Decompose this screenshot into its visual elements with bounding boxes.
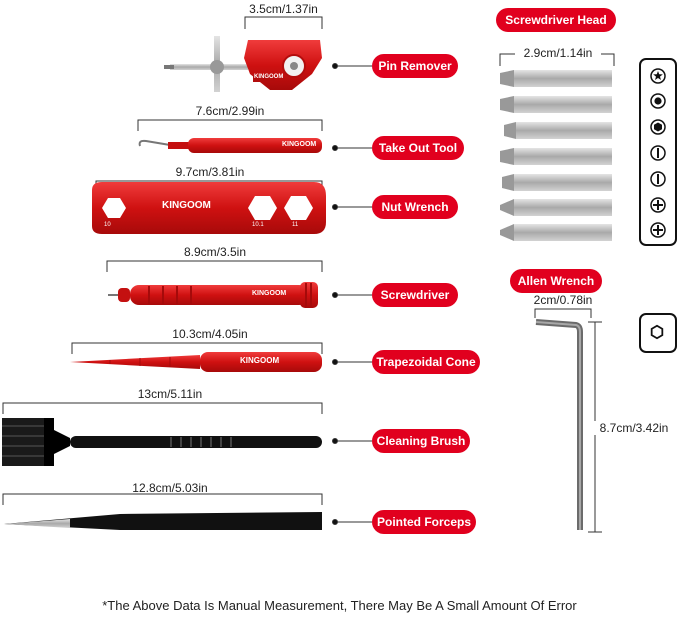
label-allen-wrench: Allen Wrench [510, 269, 602, 293]
allen-wrench-width-dimension: 2cm/0.78in [533, 293, 593, 307]
phillips-icon [650, 222, 666, 238]
label-pin-remover: Pin Remover [372, 54, 458, 78]
label-cleaning-brush: Cleaning Brush [372, 429, 470, 453]
hex-icon [650, 119, 666, 135]
bit-2 [500, 96, 612, 113]
take-out-tool-illustration [138, 138, 322, 153]
screwdriver-head-dimension: 2.9cm/1.14in [515, 46, 601, 60]
label-pointed-forceps: Pointed Forceps [372, 510, 476, 534]
take-out-tool-dimension: 7.6cm/2.99in [195, 104, 265, 118]
slotted-icon [650, 145, 666, 161]
pointed-forceps-illustration [4, 512, 322, 530]
torx-icon [650, 68, 666, 84]
label-trapezoidal-cone: Trapezoidal Cone [372, 350, 480, 374]
label-take-out-tool: Take Out Tool [372, 136, 464, 160]
screwdriver-bits-illustration [500, 70, 612, 241]
allen-wrench-length-dimension: 8.7cm/3.42in [591, 421, 677, 435]
pointed-forceps-dimension: 12.8cm/5.03in [132, 481, 208, 495]
bit-1 [500, 70, 612, 87]
pin-remover-illustration [164, 36, 322, 92]
bit-4 [500, 148, 612, 165]
wrench-mark: 10 [104, 222, 111, 228]
screwdriver-dimension: 8.9cm/3.5in [183, 245, 247, 259]
bit-3 [504, 122, 612, 139]
cleaning-brush-dimension: 13cm/5.11in [137, 387, 203, 401]
wrench-mark: 11 [292, 222, 299, 228]
nut-wrench-illustration [92, 182, 326, 234]
measurement-footnote: *The Above Data Is Manual Measurement, T… [102, 598, 577, 613]
screwdriver-illustration [108, 282, 318, 308]
trapezoidal-cone-illustration [70, 352, 322, 372]
trapezoidal-cone-dimension: 10.3cm/4.05in [172, 327, 248, 341]
label-screwdriver-head: Screwdriver Head [496, 8, 616, 32]
slotted-icon [650, 171, 666, 187]
bit-tip-icons [639, 58, 677, 246]
brand-logo-nut-wrench: KINGOOM [162, 200, 211, 211]
allen-wrench-illustration [535, 319, 583, 530]
brand-logo-screwdriver: KINGOOM [252, 290, 287, 297]
bit-5 [502, 174, 612, 191]
phillips-icon [650, 197, 666, 213]
pin-remover-dimension: 3.5cm/1.37in [249, 2, 318, 16]
cleaning-brush-illustration [2, 418, 322, 466]
wrench-mark: 10.1 [252, 222, 264, 228]
hex-socket-icon [650, 324, 664, 340]
tri-wing-icon [650, 93, 666, 109]
nut-wrench-dimension: 9.7cm/3.81in [175, 165, 245, 179]
leader-lines [332, 63, 372, 525]
label-nut-wrench: Nut Wrench [372, 195, 458, 219]
label-screwdriver: Screwdriver [372, 283, 458, 307]
brand-logo-take-out-tool: KINGOOM [282, 141, 317, 148]
bit-6 [500, 199, 612, 216]
brand-logo-pin-remover: KINGOOM [254, 74, 284, 80]
brand-logo-trapezoidal-cone: KINGOOM [240, 356, 280, 365]
allen-hex-icon-box [639, 313, 677, 353]
bit-7 [500, 224, 612, 241]
